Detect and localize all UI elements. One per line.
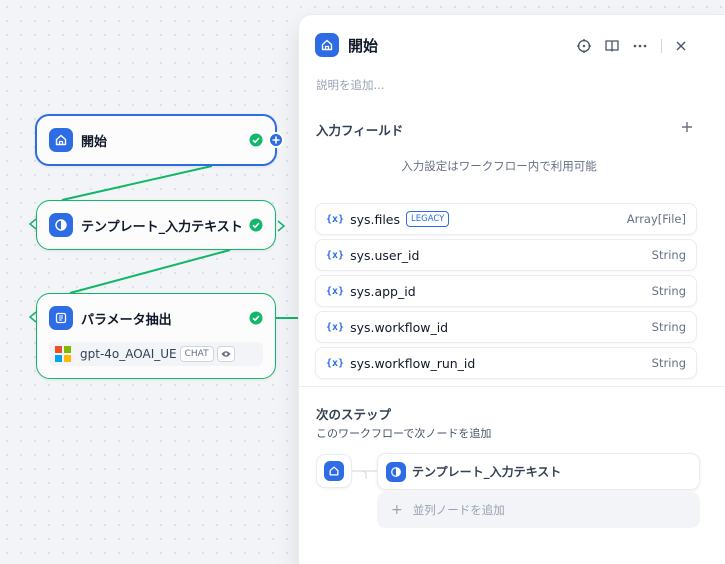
variable-name: sys.workflow_run_id [350,355,476,371]
add-parallel-label: 並列ノードを追加 [412,503,505,517]
node-input-handle[interactable] [28,311,38,323]
variable-type: Array[File] [626,212,686,226]
node-parameter-extractor[interactable]: パラメータ抽出 gpt-4o_AOAI_UE CHAT [36,293,276,379]
next-step-subtitle: このワークフローで次ノードを追加 [316,427,492,440]
variable-name: sys.workflow_id [350,319,449,335]
variable-icon: {x} [326,249,345,261]
variable-row[interactable]: {x} sys.workflow_id String [315,311,697,343]
plus-icon: + [391,502,403,518]
current-node-icon [316,454,352,488]
variable-row[interactable]: {x} sys.app_id String [315,275,697,307]
variable-name: sys.files [350,211,401,227]
node-output-handle[interactable] [276,220,286,232]
variable-icon: {x} [326,285,345,297]
next-step-title: 次のステップ [316,407,392,422]
success-check-icon [249,133,263,147]
node-settings-panel: 開始 説明を追加... 入力フィールド 入力設定はワークフロー内で利用可能 {x… [298,14,725,564]
book-open-icon[interactable] [603,37,621,55]
variable-row[interactable]: {x} sys.user_id String [315,239,697,271]
variable-icon: {x} [326,357,345,369]
next-node-label: テンプレート_入力テキスト [412,465,562,479]
section-divider [299,386,725,387]
parameter-extractor-icon [49,306,73,330]
variable-icon: {x} [326,213,345,225]
description-input[interactable]: 説明を追加... [316,78,385,92]
next-step-connector [352,470,377,479]
home-icon [49,128,73,152]
node-title: パラメータ抽出 [81,312,172,328]
input-hint: 入力設定はワークフロー内で利用可能 [401,159,597,173]
success-check-icon [249,218,263,232]
next-node-card[interactable]: テンプレート_入力テキスト [377,453,700,490]
variable-type: String [651,320,686,334]
add-next-node-button[interactable] [268,132,284,148]
model-selector[interactable]: gpt-4o_AOAI_UE CHAT [49,342,263,366]
variable-row[interactable]: {x} sys.workflow_run_id String [315,347,697,379]
template-transform-icon [386,461,406,482]
template-transform-icon [49,213,73,237]
panel-title[interactable]: 開始 [348,36,379,55]
crosshair-icon[interactable] [575,37,593,55]
variable-icon: {x} [326,321,345,333]
input-fields-title: 入力フィールド [316,123,404,138]
add-input-field-icon[interactable] [679,119,695,135]
model-mode-badge: CHAT [179,346,214,362]
close-icon[interactable] [672,37,690,55]
node-template-transform[interactable]: テンプレート_入力テキスト [36,200,276,250]
node-input-handle[interactable] [28,218,38,230]
variable-type: String [651,284,686,298]
model-name: gpt-4o_AOAI_UE [80,347,177,361]
variable-name: sys.app_id [350,283,416,299]
system-variable-list: {x} sys.files LEGACY Array[File] {x} sys… [315,203,697,383]
more-dots-icon[interactable] [631,37,649,55]
vision-eye-icon [216,346,235,362]
success-check-icon [249,311,263,325]
node-title: 開始 [81,134,108,150]
header-divider [661,39,662,53]
node-start[interactable]: 開始 [35,114,284,166]
variable-type: String [651,356,686,370]
variable-row[interactable]: {x} sys.files LEGACY Array[File] [315,203,697,235]
node-title: テンプレート_入力テキスト [81,219,243,235]
microsoft-logo-icon [55,346,71,362]
home-icon [324,461,344,481]
add-parallel-node-button[interactable]: + 並列ノードを追加 [377,492,700,528]
legacy-badge: LEGACY [406,211,450,227]
home-icon [315,33,339,57]
variable-type: String [651,248,686,262]
variable-name: sys.user_id [350,247,420,263]
